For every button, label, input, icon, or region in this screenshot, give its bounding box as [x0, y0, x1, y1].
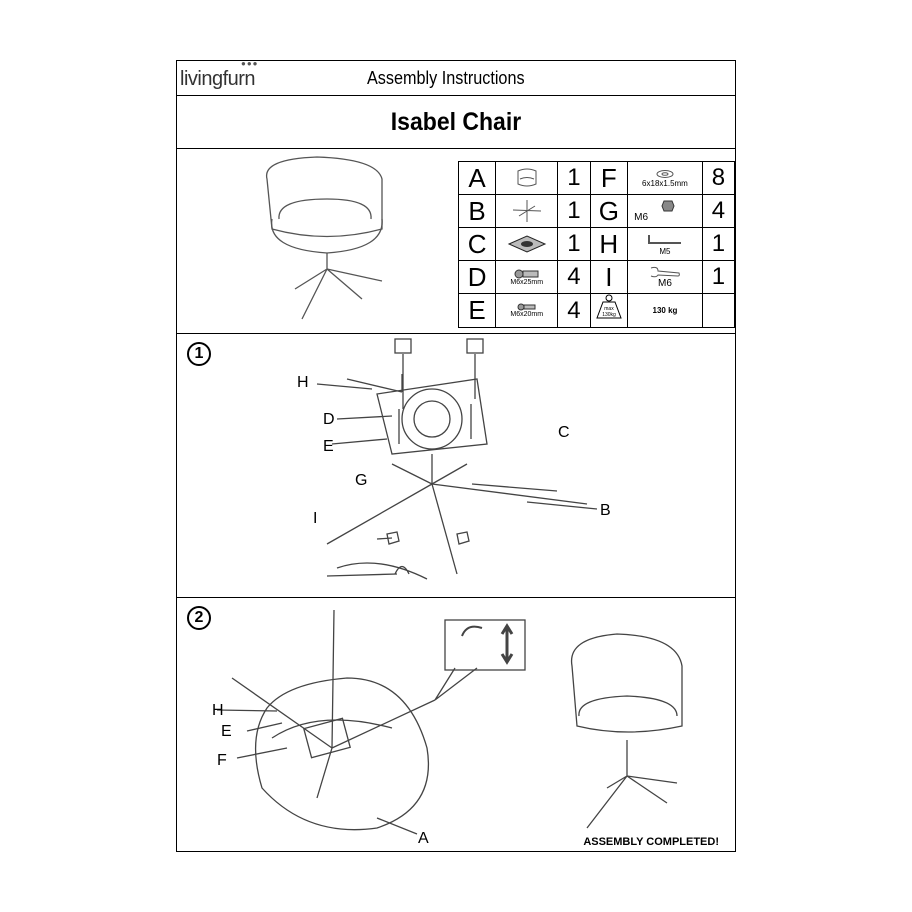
callout-a: A [418, 830, 429, 847]
swivel-plate-icon [495, 227, 559, 261]
empty-cell [701, 293, 736, 328]
parts-row: A 1 F 6x18x1.5mm 8 [457, 161, 736, 195]
callout-c: C [558, 424, 570, 441]
step-1-diagram [316, 338, 598, 580]
part-spec: M6 [658, 277, 672, 289]
step-2: 2 H E F A ASSEMBLY COMPLETED! [177, 598, 735, 852]
product-title: Isabel Chair [390, 108, 522, 136]
wrench-icon: M6 [627, 260, 703, 294]
callout-b: B [600, 502, 611, 519]
step-number: 1 [187, 342, 211, 366]
part-letter: G [589, 194, 629, 228]
callout-h: H [297, 374, 309, 391]
callout-f: F [217, 752, 227, 769]
star-base-icon [495, 194, 559, 228]
part-qty: 1 [701, 227, 736, 261]
part-letter: I [589, 260, 629, 294]
part-qty: 8 [701, 161, 736, 195]
parts-row: D M6x25mm 4 I M6 1 [457, 260, 736, 294]
svg-text:130kg: 130kg [602, 312, 616, 318]
part-spec: M6 [634, 211, 649, 223]
callout-e: E [323, 438, 334, 455]
part-qty: 4 [701, 194, 736, 228]
step-1: 1 H D E G I C B [177, 334, 735, 598]
parts-section: A 1 F 6x18x1.5mm 8 B 1 G M6 4 C 1 H M5 [177, 149, 736, 334]
chair-seat-icon [495, 161, 559, 195]
svg-text:max: max [604, 306, 614, 312]
part-qty: 1 [557, 194, 591, 228]
bolt-icon: M6x25mm [495, 260, 559, 294]
callout-e: E [221, 723, 232, 740]
parts-table: A 1 F 6x18x1.5mm 8 B 1 G M6 4 C 1 H M5 [457, 161, 736, 328]
callout-g: G [355, 472, 368, 489]
header: livingfurn ●●● Assembly Instructions [177, 59, 735, 96]
part-letter: B [457, 194, 497, 228]
part-qty: 4 [557, 293, 591, 328]
part-letter: H [589, 227, 629, 261]
title-row: Isabel Chair [177, 96, 735, 149]
part-letter: D [457, 260, 497, 294]
logo-dots: ●●● [241, 59, 259, 68]
brand-logo: livingfurn [180, 68, 256, 90]
part-letter: E [457, 293, 497, 328]
max-load: 130 kg [627, 293, 703, 328]
step-2-diagram [216, 609, 683, 835]
part-spec: M6x25mm [510, 278, 544, 286]
part-spec: M5 [659, 246, 671, 256]
part-letter: C [457, 227, 497, 261]
part-qty: 1 [701, 260, 736, 294]
callout-d: D [323, 411, 335, 428]
callout-h: H [212, 702, 224, 719]
header-title: Assembly Instructions [367, 68, 525, 88]
chair-illustration [265, 156, 383, 320]
part-qty: 4 [557, 260, 591, 294]
parts-row: C 1 H M5 1 [457, 227, 736, 261]
part-letter: F [589, 161, 629, 195]
parts-row: B 1 G M6 4 [457, 194, 736, 228]
washer-icon: 6x18x1.5mm [627, 161, 703, 195]
nut-icon: M6 [627, 194, 703, 228]
bolt-icon: M6x20mm [495, 293, 559, 328]
step-number: 2 [187, 606, 211, 630]
part-qty: 1 [557, 161, 591, 195]
part-qty: 1 [557, 227, 591, 261]
part-letter: A [457, 161, 497, 195]
assembly-completed-text: ASSEMBLY COMPLETED! [583, 836, 719, 848]
allen-key-icon: M5 [627, 227, 703, 261]
instruction-sheet: livingfurn ●●● Assembly Instructions Isa… [176, 59, 736, 852]
callout-i: I [313, 510, 318, 527]
part-spec: 6x18x1.5mm [642, 178, 688, 188]
part-spec: M6x20mm [510, 311, 544, 318]
